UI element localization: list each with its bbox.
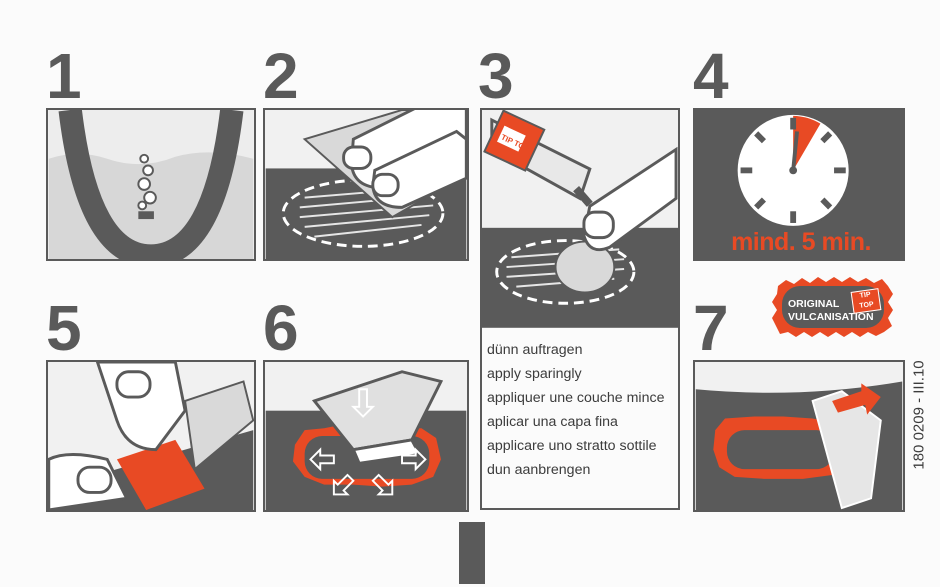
patch-icon bbox=[48, 362, 254, 510]
instruction-line-es: aplicar una capa fina bbox=[487, 414, 618, 430]
instruction-line-fr: appliquer une couche mince bbox=[487, 390, 665, 406]
vulcanisation-badge: ORIGINAL VULCANISATION TIP TOP bbox=[772, 276, 894, 338]
bubbles-icon bbox=[137, 153, 157, 211]
tiptop-logo: TIP TOP bbox=[850, 288, 882, 314]
step-number-5: 5 bbox=[46, 292, 82, 364]
arrow-icon bbox=[309, 388, 427, 496]
clock-icon bbox=[735, 112, 851, 228]
timer-caption: mind. 5 min. bbox=[731, 228, 871, 256]
finger-icon bbox=[48, 362, 187, 510]
glue-tube-icon: TIP TOP bbox=[482, 110, 678, 328]
badge-line-2: VULCANISATION bbox=[788, 311, 874, 323]
panel-step-1 bbox=[46, 108, 256, 261]
panel-step-5 bbox=[46, 360, 256, 512]
step-number-2: 2 bbox=[263, 40, 299, 112]
step-number-7: 7 bbox=[693, 292, 729, 364]
step-number-1: 1 bbox=[46, 40, 82, 112]
panel-step-3: TIP TOP bbox=[480, 108, 680, 330]
instruction-line-it: applicare uno stratto sottile bbox=[487, 438, 657, 454]
instruction-text-box: dünn auftragen apply sparingly appliquer… bbox=[480, 328, 680, 510]
panel-step-4 bbox=[693, 108, 905, 261]
instruction-line-en: apply sparingly bbox=[487, 366, 582, 382]
sandpaper-icon bbox=[265, 110, 467, 259]
document-code: 180 0209 - III.10 bbox=[910, 360, 928, 470]
instruction-line-de: dünn auftragen bbox=[487, 342, 583, 358]
panel-step-2 bbox=[263, 108, 469, 261]
panel-step-7 bbox=[693, 360, 905, 512]
arrow-icon bbox=[832, 383, 881, 415]
step-number-4: 4 bbox=[693, 40, 729, 112]
panel-step-6 bbox=[263, 360, 469, 512]
instruction-line-nl: dun aanbrengen bbox=[487, 462, 591, 478]
step-number-6: 6 bbox=[263, 292, 299, 364]
roller-icon bbox=[265, 362, 467, 510]
tire-icon bbox=[48, 110, 254, 259]
patch-icon bbox=[695, 362, 903, 510]
bottom-bar-marker bbox=[459, 522, 485, 584]
step-number-3: 3 bbox=[478, 40, 514, 112]
badge-line-1: ORIGINAL bbox=[788, 298, 840, 310]
